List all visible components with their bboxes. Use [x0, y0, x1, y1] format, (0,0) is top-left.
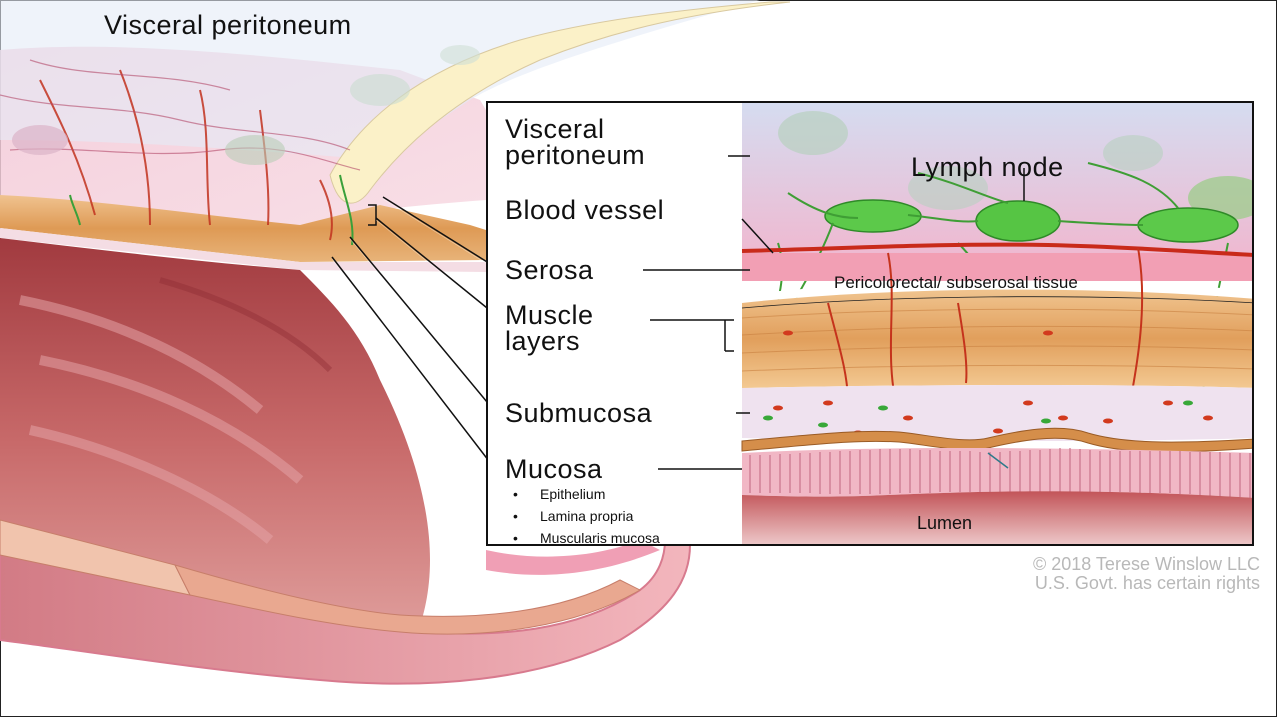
lymph-node-shape [976, 201, 1060, 241]
label-blood-vessel: Blood vessel [505, 196, 664, 224]
title-visceral-peritoneum: Visceral peritoneum [104, 10, 352, 41]
label-visceral-line1: Visceral [505, 115, 605, 143]
label-serosa: Serosa [505, 256, 594, 284]
copyright-notice: © 2018 Terese Winslow LLC U.S. Govt. has… [870, 555, 1260, 593]
label-muscle-line1: Muscle [505, 301, 594, 329]
mucosa-item-lamina-propria: Lamina propria [540, 508, 633, 524]
label-lumen: Lumen [917, 513, 972, 534]
label-pericolorectal: Pericolorectal/ subserosal tissue [834, 273, 1078, 293]
copyright-line1: © 2018 Terese Winslow LLC [870, 555, 1260, 574]
mucosa-item-muscularis-mucosa: Muscularis mucosa [540, 530, 660, 546]
inset-panel: Visceral peritoneum Blood vessel Serosa … [486, 101, 1254, 546]
label-mucosa: Mucosa [505, 455, 603, 483]
copyright-line2: U.S. Govt. has certain rights [870, 574, 1260, 593]
label-visceral-line2: peritoneum [505, 141, 645, 169]
mucosa-item-epithelium: Epithelium [540, 486, 605, 502]
label-lymph-node: Lymph node [911, 152, 1064, 183]
label-submucosa: Submucosa [505, 399, 652, 427]
label-muscle-line2: layers [505, 327, 580, 355]
lymph-node-shape [1138, 208, 1238, 242]
